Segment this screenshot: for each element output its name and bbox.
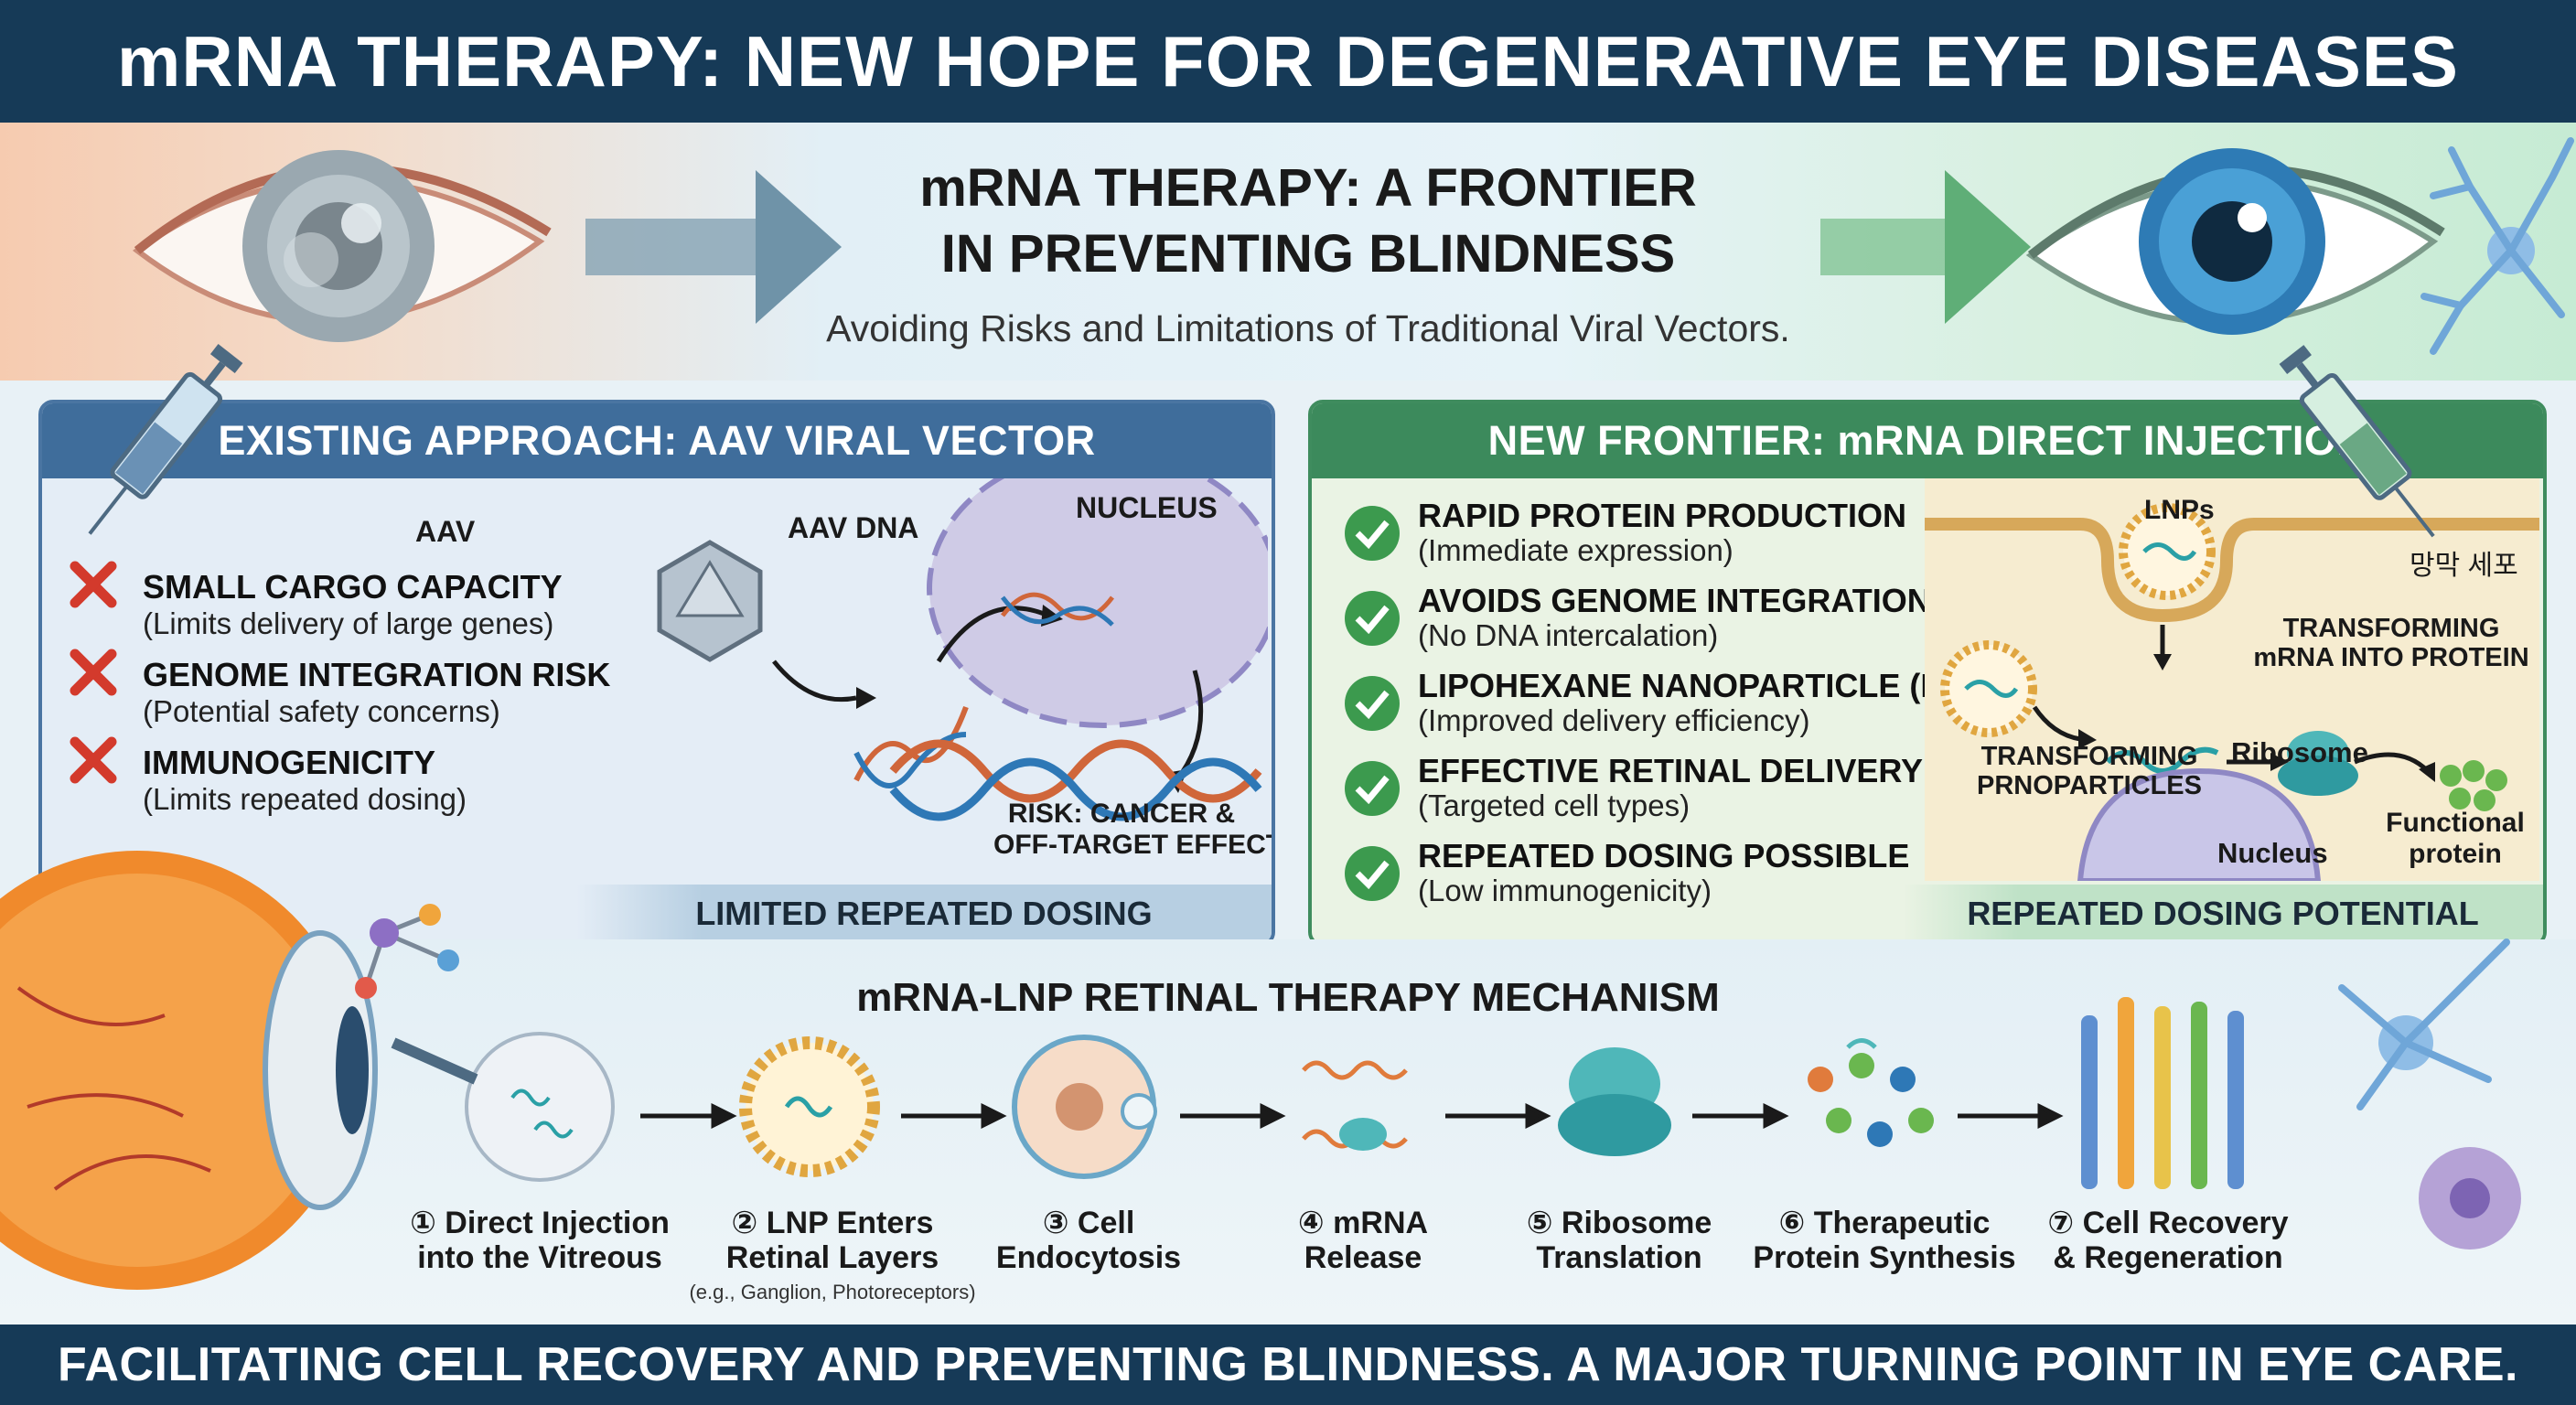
- nucleus-label: Nucleus: [2217, 837, 2328, 869]
- syringe-icon: [88, 344, 243, 535]
- check-icon: [1345, 761, 1400, 816]
- check-icon: [1345, 676, 1400, 731]
- lnp-icon: [2119, 503, 2216, 600]
- aav-item-title: IMMUNOGENICITY: [143, 744, 435, 781]
- footer-banner: FACILITATING CELL RECOVERY AND PREVENTIN…: [0, 1325, 2576, 1405]
- neuron-icon: [2419, 1147, 2521, 1249]
- mrna-item-subtitle: (Low immunogenicity): [1418, 874, 1712, 907]
- hero-graphics: [132, 137, 2574, 355]
- capsid-label: AAV: [415, 515, 476, 548]
- mechanism-step-7: ⑦ Cell Recovery& Regeneration: [2047, 1206, 2289, 1275]
- lnp-icon: [1940, 640, 2037, 737]
- mrna-item-title: EFFECTIVE RETINAL DELIVERY: [1418, 752, 1924, 789]
- eyeball-cross-section-icon: [0, 851, 378, 1290]
- syringe-icon: [2279, 345, 2435, 538]
- mrna-item-subtitle: (Improved delivery efficiency): [1418, 703, 1810, 737]
- transforming-label: TRANSFORMING mRNA INTO PROTEIN: [2253, 614, 2529, 672]
- aav-item-subtitle: (Limits delivery of large genes): [143, 606, 554, 640]
- vitreous-injection-icon: [391, 1032, 615, 1182]
- page-title: mRNA THERAPY: NEW HOPE FOR DEGENERATIVE …: [0, 0, 2576, 123]
- mrna-item-title: AVOIDS GENOME INTEGRATION: [1418, 582, 1931, 619]
- retinal-cell-label: 망막 세포: [2410, 551, 2518, 581]
- mrna-panel-footer: REPEATED DOSING POTENTIAL: [1903, 885, 2543, 943]
- cross-icon: [70, 649, 117, 696]
- lnps-label: LNPs: [2144, 495, 2215, 525]
- ribosome-label: Ribosome: [2231, 736, 2368, 768]
- nucleus-label: NUCLEUS: [1076, 491, 1218, 524]
- mrna-panel: NEW FRONTIER: mRNA DIRECT INJECTION RAPI…: [1308, 400, 2547, 947]
- mrna-item-subtitle: (Targeted cell types): [1418, 788, 1690, 822]
- check-icon: [1345, 506, 1400, 561]
- hero-title: mRNA THERAPY: A FRONTIER IN PREVENTING B…: [919, 158, 1697, 284]
- protein-label: Functional protein: [2386, 808, 2525, 869]
- aav-dna-label: AAV DNA: [788, 511, 919, 544]
- mrna-item-subtitle: (Immediate expression): [1418, 533, 1733, 567]
- neuron-icon: [2338, 938, 2510, 1110]
- diseased-eye-icon: [132, 150, 552, 342]
- aav-diagram: [657, 478, 1268, 821]
- aav-item-subtitle: (Limits repeated dosing): [143, 782, 467, 816]
- cross-icon: [70, 561, 117, 608]
- healthy-eye-icon: [2025, 148, 2445, 335]
- lnp-icon: [739, 1036, 880, 1177]
- aav-item-subtitle: (Potential safety concerns): [143, 694, 500, 728]
- neuron-icon: [2420, 137, 2574, 355]
- nucleus-icon: [2077, 767, 2322, 881]
- cell-endocytosis-icon: [1012, 1035, 1157, 1179]
- therapeutic-protein-icon: [1808, 1038, 1934, 1147]
- mechanism-title: mRNA-LNP RETINAL THERAPY MECHANISM: [856, 975, 1720, 1020]
- molecule-icon: [355, 904, 459, 999]
- mrna-release-icon: [1302, 1060, 1408, 1151]
- mrna-item-subtitle: (No DNA intercalation): [1418, 618, 1719, 652]
- mrna-cell-diagram: [1925, 478, 2539, 881]
- step-arrows: [640, 1102, 2064, 1130]
- hero-subtitle: Avoiding Risks and Limitations of Tradit…: [826, 307, 1790, 349]
- mechanism-section: [0, 939, 2576, 1325]
- photoreceptor-cells-icon: [2081, 997, 2244, 1189]
- cross-icons: [70, 561, 117, 784]
- check-icon: [1345, 846, 1400, 901]
- cross-icon: [70, 736, 117, 784]
- genome-dna-icon: [889, 739, 1262, 821]
- nucleus-icon: [927, 478, 1268, 728]
- aav-panel-title: EXISTING APPROACH: AAV VIRAL VECTOR: [42, 403, 1272, 478]
- aav-item-title: SMALL CARGO CAPACITY: [143, 568, 563, 606]
- mrna-item-title: RAPID PROTEIN PRODUCTION: [1418, 497, 1907, 534]
- nanoparticle-label: TRANSFORMING PRNOPARTICLES: [1977, 742, 2202, 800]
- aav-item-title: GENOME INTEGRATION RISK: [143, 656, 611, 693]
- dna-icon: [1001, 592, 1114, 627]
- aav-panel-footer: LIMITED REPEATED DOSING: [576, 885, 1272, 943]
- mrna-strand-icon: [2105, 746, 2219, 774]
- mechanism-graphics: [0, 851, 2521, 1290]
- ribosome-icon: [2278, 731, 2358, 796]
- aav-capsid-icon: [657, 540, 763, 662]
- arrow-right-icon: [585, 170, 842, 324]
- mrna-item-title: LIPOHEXANE NANOPARTICLE (LNP): [1418, 667, 1998, 704]
- functional-protein-icon: [2440, 760, 2507, 811]
- risk-label: RISK: CANCER & OFF-TARGET EFFECTS: [993, 799, 1275, 860]
- mrna-item-title: REPEATED DOSING POSSIBLE: [1418, 837, 1910, 874]
- aav-panel: EXISTING APPROACH: AAV VIRAL VECTOR SMAL…: [38, 400, 1275, 947]
- check-icon: [1345, 591, 1400, 646]
- ribosome-icon: [1558, 1047, 1671, 1156]
- arrow-right-icon: [1820, 170, 2031, 324]
- step-2-note: (e.g., Ganglion, Photoreceptors): [689, 1281, 976, 1303]
- check-icons: [1345, 506, 1400, 901]
